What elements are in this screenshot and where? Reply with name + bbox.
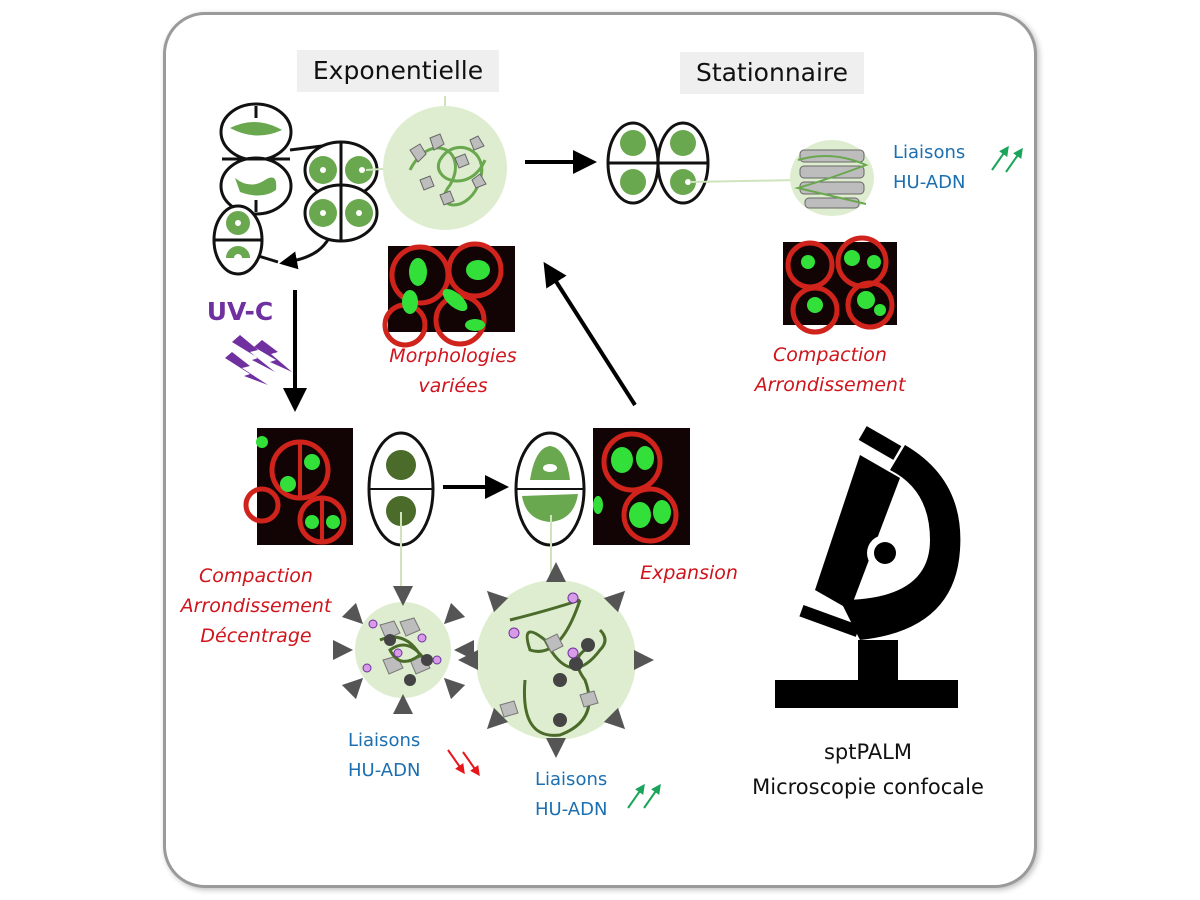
uv-c-label: UV-C [206,297,274,326]
up-arrows-icon [991,145,1023,173]
binding-line1: Liaisons [893,142,966,163]
stationary-nucleoid-zoom [790,140,874,216]
micrograph-stationary [783,235,897,335]
binding-line2: HU-ADN [893,172,966,193]
label-line: variées [418,375,488,397]
method-sptpalm: sptPALM [823,740,913,764]
down-arrows-icon [447,749,480,777]
exponential-nucleoid-zoom [383,106,507,230]
recovery-binding-label: Liaisons HU-ADN [535,765,607,825]
up-arrows-icon [627,783,661,809]
morphologies-label: Morphologies variées [389,341,516,401]
binding-line1: Liaisons [348,730,421,751]
label-line: Morphologies [389,345,517,367]
label-line: Compaction [773,344,887,366]
expanded-cell [514,431,586,547]
micrograph-morphologies [382,241,515,348]
stationary-binding-label: Liaisons HU-ADN [893,138,965,198]
micrograph-uv [243,428,353,545]
label-line: Arrondissement [754,374,906,396]
expansion-label: Expansion [640,562,738,584]
binding-line2: HU-ADN [535,799,608,820]
label-line: Compaction [199,565,313,587]
binding-line1: Liaisons [535,769,608,790]
phase-label-stationary: Stationnaire [679,52,865,94]
micrograph-expansion [593,428,690,545]
microscope-icon [775,426,961,708]
method-confocal: Microscopie confocale [752,775,984,799]
compact-nucleoid-zoom [333,586,474,714]
phase-label-exponential: Exponentielle [296,50,500,92]
binding-line2: HU-ADN [348,760,421,781]
exponential-cell-cycle [212,102,379,276]
lightning-icon [225,335,292,385]
label-line: Décentrage [200,625,312,647]
uv-binding-label: Liaisons HU-ADN [348,726,420,786]
stationary-effect-label: Compaction Arrondissement [755,340,906,400]
label-line: Arrondissement [180,595,332,617]
stationary-cells [606,121,710,205]
methods-label: sptPALM Microscopie confocale [752,735,984,805]
arrow-recovery [543,261,637,407]
uv-effect-label: Compaction Arrondissement Décentrage [181,561,332,651]
expanded-nucleoid-zoom [458,562,654,758]
